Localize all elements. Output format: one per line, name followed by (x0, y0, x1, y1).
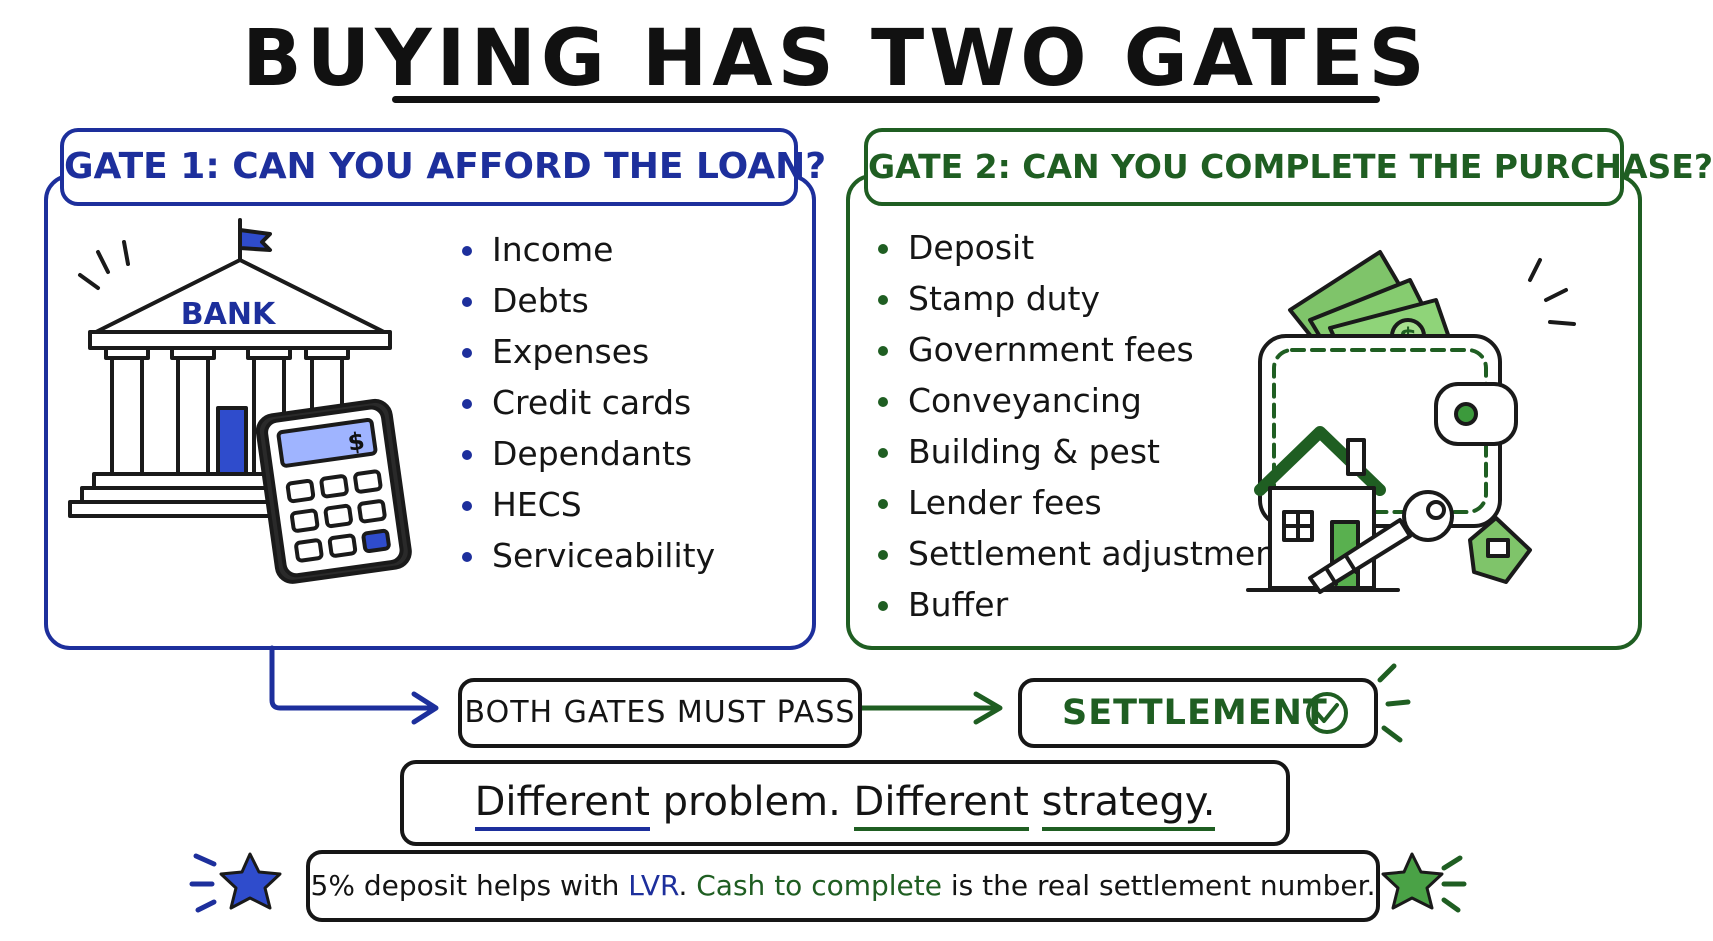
list-item: Conveyancing (876, 375, 1306, 426)
both-gates-badge: BOTH GATES MUST PASS (458, 678, 862, 748)
list-item: Deposit (876, 222, 1306, 273)
list-item: HECS (460, 479, 715, 530)
list-item: Buffer (876, 579, 1306, 630)
list-item: Dependants (460, 428, 715, 479)
note-text: . (678, 869, 688, 902)
star-icon (219, 852, 282, 910)
arrow-gate1-to-pass (269, 645, 433, 711)
gate1-panel (44, 174, 816, 650)
list-item: Expenses (460, 326, 715, 377)
list-item: Serviceability (460, 530, 715, 581)
footnote-box: 5% deposit helps with LVR. Cash to compl… (306, 850, 1380, 922)
tagline-word: Different (474, 779, 650, 831)
bank-illustration: BANK $ (68, 218, 412, 584)
list-item: Income (460, 224, 715, 275)
title-underline (392, 96, 1380, 103)
tagline-word: strategy. (1041, 779, 1216, 831)
page-title: BUYING HAS TWO GATES (242, 14, 1430, 104)
list-item: Government fees (876, 324, 1306, 375)
flow-arrows (189, 645, 1467, 913)
tagline-box: Different problem. Different strategy. (400, 760, 1290, 846)
wallet-icon (1258, 334, 1518, 528)
note-lvr: LVR (628, 869, 679, 902)
arrow-gate1-head (411, 691, 439, 725)
note-text: 5% deposit helps with (310, 869, 620, 902)
gate2-heading: GATE 2: CAN YOU COMPLETE THE PURCHASE? (864, 128, 1713, 206)
gate1-list: Income Debts Expenses Credit cards Depen… (460, 224, 715, 581)
list-item: Stamp duty (876, 273, 1306, 324)
list-item: Lender fees (876, 477, 1306, 528)
wallet-illustration: $ (1246, 250, 1576, 594)
gate2-list: Deposit Stamp duty Government fees Conve… (876, 222, 1306, 630)
list-item: Building & pest (876, 426, 1306, 477)
calculator-symbol: $ (346, 427, 366, 457)
tagline-word: problem. (662, 779, 841, 825)
list-item: Debts (460, 275, 715, 326)
gate1-heading: GATE 1: CAN YOU AFFORD THE LOAN? (60, 128, 826, 206)
arrow-settlement-head (973, 691, 1003, 725)
star-icon (1381, 852, 1444, 910)
key-icon (1308, 490, 1532, 594)
check-circle-icon (1306, 692, 1348, 734)
settlement-badge: SETTLEMENT (1018, 678, 1378, 748)
bank-label: BANK (181, 297, 277, 332)
note-text: is the real settlement number. (950, 869, 1376, 902)
list-item: Credit cards (460, 377, 715, 428)
note-cash-to-complete: Cash to complete (696, 869, 942, 902)
list-item: Settlement adjustments (876, 528, 1306, 579)
tagline-word: Different (853, 779, 1029, 831)
calculator-icon: $ (255, 398, 412, 584)
settlement-label: SETTLEMENT (1062, 693, 1328, 733)
